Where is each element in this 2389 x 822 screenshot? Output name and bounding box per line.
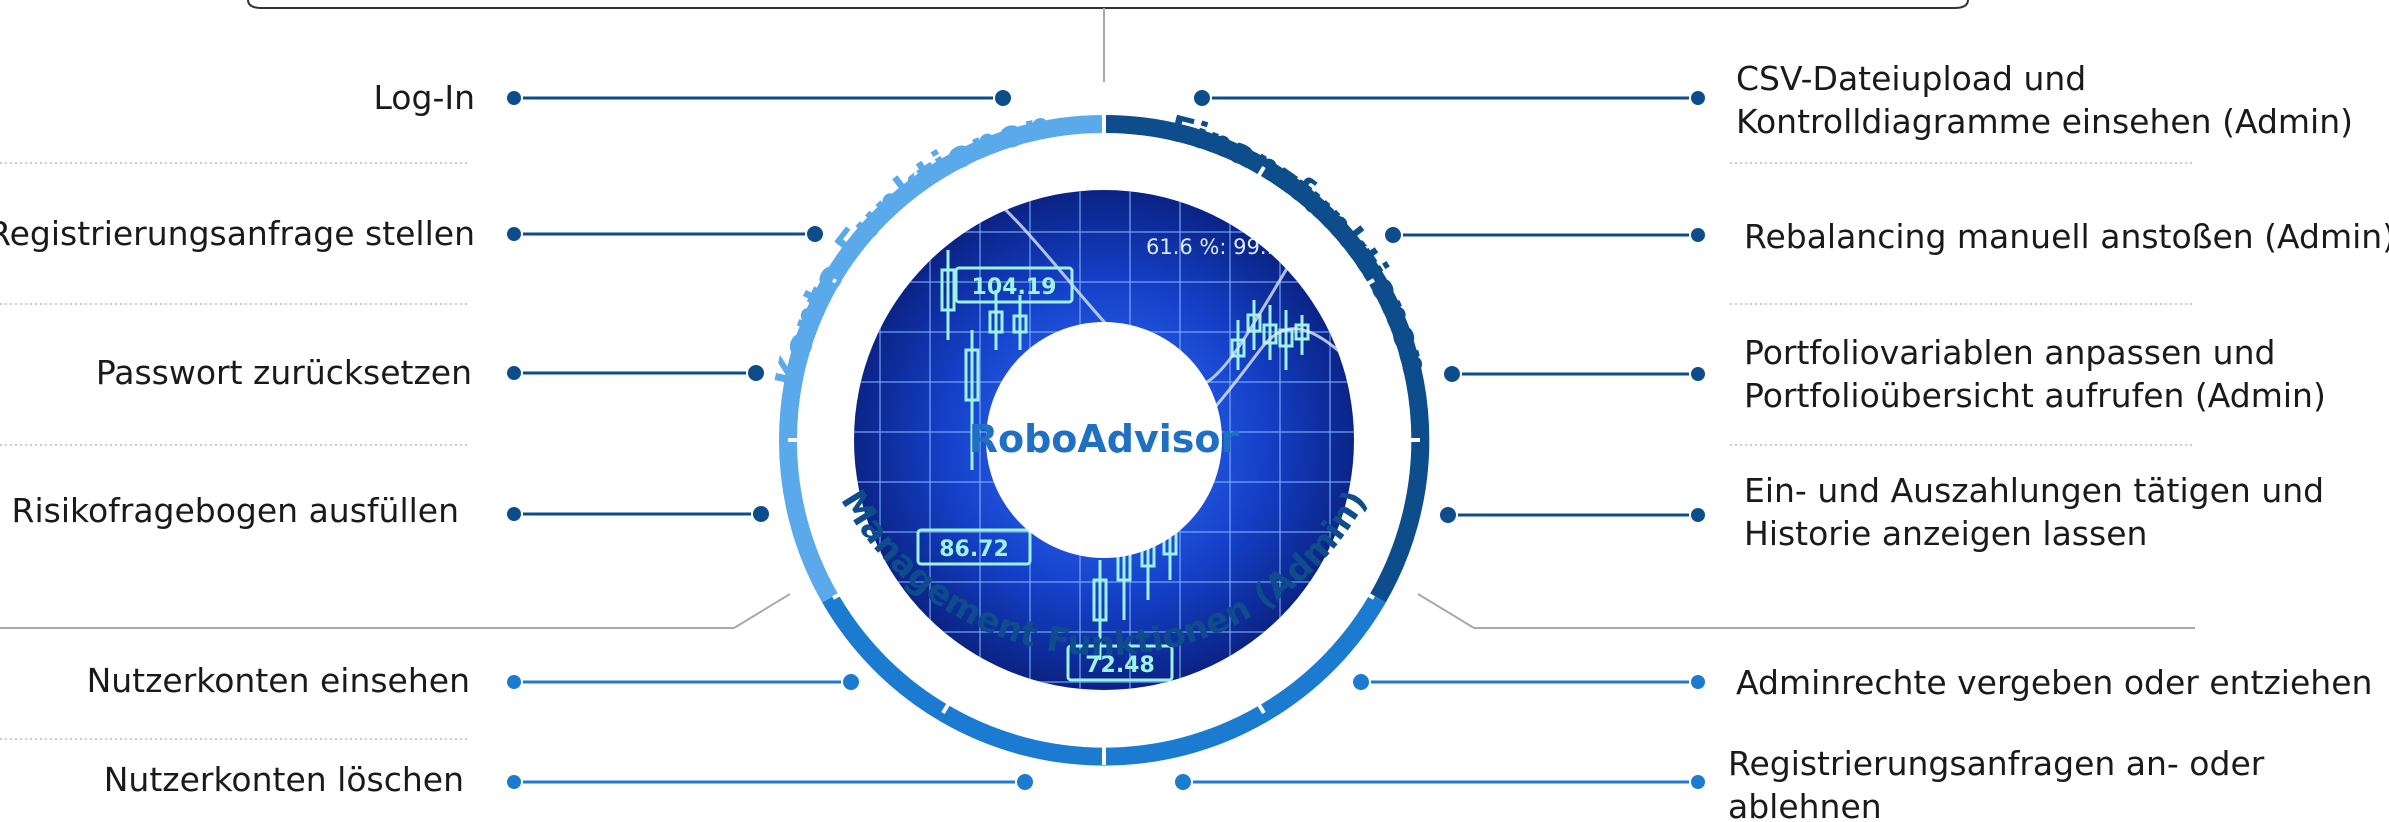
label-portfoliovariablen-line1: Portfoliovariablen anpassen und (1744, 333, 2275, 372)
label-nutzerkonten-loeschen: Nutzerkonten löschen (104, 760, 464, 799)
center-circle (986, 322, 1222, 558)
separator-lines (0, 162, 2195, 740)
price-label-left: 86.72 (939, 537, 1009, 562)
label-registrierungsanfrage: Registrierungsanfrage stellen (0, 214, 475, 253)
label-passwort-zuruecksetzen: Passwort zurücksetzen (96, 353, 472, 392)
label-rebalancing: Rebalancing manuell anstoßen (Admin) (1744, 217, 2389, 256)
ring-segment-finanz (1103, 114, 1430, 603)
price-label-bottom: 72.48 (1085, 653, 1155, 678)
label-csv-upload-line2: Kontrolldiagramme einsehen (Admin) (1736, 102, 2353, 141)
right-feature-labels: CSV-Dateiupload und Kontrolldiagramme ei… (1728, 59, 2389, 822)
label-registrierungsanfragen-line1: Registrierungsanfragen an- oder (1728, 744, 2265, 783)
top-box-outline (247, 0, 1969, 9)
section-divider-lines (0, 593, 2195, 629)
price-label-top: 104.19 (972, 275, 1057, 300)
connector-dots (505, 88, 1707, 792)
label-adminrechte: Adminrechte vergeben oder entziehen (1736, 663, 2372, 702)
label-log-in: Log-In (374, 78, 476, 117)
connector-lines (514, 96, 1698, 784)
ring-segment-konto-bottom (778, 439, 838, 603)
left-feature-labels: Log-In Registrierungsanfrage stellen Pas… (0, 78, 475, 799)
center-title: RoboAdvisor (969, 417, 1240, 461)
label-portfoliovariablen-line2: Portfolioübersicht aufrufen (Admin) (1744, 376, 2326, 415)
label-einzahlungen-line1: Ein- und Auszahlungen tätigen und (1744, 471, 2324, 510)
ring-segment-konto-top (779, 115, 1105, 441)
label-nutzerkonten-einsehen: Nutzerkonten einsehen (87, 661, 470, 700)
fibonacci-label: 61.6 %: 99.19 (1146, 235, 1293, 259)
label-csv-upload-line1: CSV-Dateiupload und (1736, 59, 2086, 98)
outer-ring (778, 114, 1430, 766)
label-risikofragebogen: Risikofragebogen ausfüllen (12, 491, 459, 530)
label-einzahlungen-line2: Historie anzeigen lassen (1744, 514, 2147, 553)
label-registrierungsanfragen-line2: ablehnen (1728, 787, 1882, 822)
